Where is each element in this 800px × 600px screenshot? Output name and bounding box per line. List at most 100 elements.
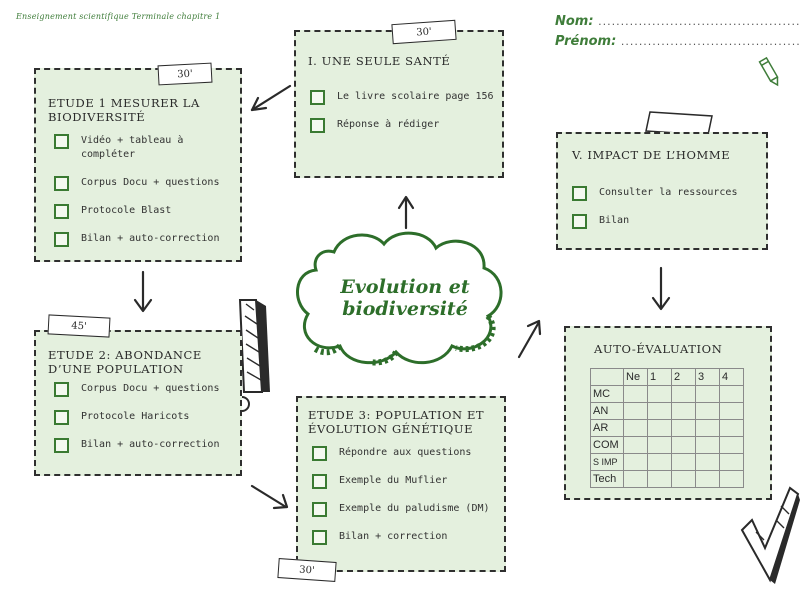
etude3-time-tag: 30' xyxy=(277,558,337,582)
grade-cell[interactable] xyxy=(719,402,744,420)
center-title: Evolution et biodiversité xyxy=(312,276,498,320)
table-row: MC xyxy=(590,385,744,403)
checkbox[interactable] xyxy=(312,502,327,517)
grade-cell[interactable] xyxy=(695,385,720,403)
etude3-item-label: Bilan + correction xyxy=(339,531,448,542)
etude2-item-label: Bilan + auto-correction xyxy=(81,439,220,450)
etude2-item[interactable]: Bilan + auto-correction xyxy=(54,438,219,453)
grade-cell[interactable] xyxy=(695,402,720,420)
grade-cell[interactable] xyxy=(647,470,672,488)
grade-cell[interactable] xyxy=(695,419,720,437)
grade-cell[interactable] xyxy=(695,436,720,454)
checkbox[interactable] xyxy=(312,530,327,545)
etude1-time-tag: 30' xyxy=(157,62,213,86)
row-label: S IMP xyxy=(590,453,624,471)
grade-cell[interactable] xyxy=(647,402,672,420)
checkbox[interactable] xyxy=(310,90,325,105)
checkbox[interactable] xyxy=(54,204,69,219)
row-label: COM xyxy=(590,436,624,454)
grade-cell[interactable] xyxy=(623,385,648,403)
grade-cell[interactable] xyxy=(671,385,696,403)
table-header-row: Ne 1 2 3 4 xyxy=(590,368,744,386)
etude2-time-tag: 45' xyxy=(47,314,111,338)
etude1-title-line1: ETUDE 1 MESURER LA xyxy=(48,96,200,110)
prenom-field: Prénom: ................................… xyxy=(555,34,800,49)
etude2-item-label: Corpus Docu + questions xyxy=(81,383,220,394)
sante-item[interactable]: Le livre scolaire page 156 xyxy=(310,90,494,105)
checkbox[interactable] xyxy=(54,134,69,149)
grade-cell[interactable] xyxy=(719,385,744,403)
table-row: Tech xyxy=(590,470,744,488)
nom-dots: ........................................… xyxy=(598,15,800,28)
etude1-title: ETUDE 1 MESURER LA BIODIVERSITÉ xyxy=(48,96,200,124)
grade-cell[interactable] xyxy=(623,419,648,437)
pencil-icon xyxy=(758,56,779,87)
checkbox[interactable] xyxy=(572,214,587,229)
impact-item[interactable]: Bilan xyxy=(572,214,629,229)
grade-cell[interactable] xyxy=(647,419,672,437)
etude2-item-label: Protocole Haricots xyxy=(81,411,190,422)
etude1-item[interactable]: Vidéo + tableau à compléter xyxy=(54,134,224,162)
sante-title: I. UNE SEULE SANTÉ xyxy=(308,54,451,68)
row-label: MC xyxy=(590,385,624,403)
impact-item[interactable]: Consulter la ressources xyxy=(572,186,737,201)
etude3-item[interactable]: Bilan + correction xyxy=(312,530,447,545)
grade-cell[interactable] xyxy=(695,453,720,471)
etude3-item-label: Exemple du paludisme (DM) xyxy=(339,503,490,514)
checkbox[interactable] xyxy=(54,438,69,453)
checkbox[interactable] xyxy=(312,446,327,461)
checkbox[interactable] xyxy=(54,410,69,425)
grade-cell[interactable] xyxy=(719,453,744,471)
grade-cell[interactable] xyxy=(719,419,744,437)
grade-cell[interactable] xyxy=(647,436,672,454)
checkbox[interactable] xyxy=(312,474,327,489)
checkbox[interactable] xyxy=(310,118,325,133)
etude3-item-label: Exemple du Muflier xyxy=(339,475,448,486)
arrow-sante-to-etude1 xyxy=(250,84,292,112)
grade-cell[interactable] xyxy=(671,453,696,471)
row-label: AN xyxy=(590,402,624,420)
row-label: AR xyxy=(590,419,624,437)
etude1-title-line2: BIODIVERSITÉ xyxy=(48,110,146,124)
grade-cell[interactable] xyxy=(647,453,672,471)
etude1-item-label: Protocole Blast xyxy=(81,205,172,216)
grade-cell[interactable] xyxy=(647,385,672,403)
grade-cell[interactable] xyxy=(719,436,744,454)
checkbox[interactable] xyxy=(54,176,69,191)
card-sante: I. UNE SEULE SANTÉ Le livre scolaire pag… xyxy=(294,30,504,178)
etude1-item-label: Vidéo + tableau à compléter xyxy=(81,135,184,160)
etude3-title-line2: ÉVOLUTION GÉNÉTIQUE xyxy=(308,422,474,436)
evaluation-table: Ne 1 2 3 4 MC AN AR COM S IMP Tech xyxy=(590,368,744,488)
sante-item[interactable]: Réponse à rédiger xyxy=(310,118,439,133)
grade-cell[interactable] xyxy=(623,453,648,471)
card-auto-evaluation: AUTO-ÉVALUATION Ne 1 2 3 4 MC AN AR COM … xyxy=(564,326,772,500)
grade-cell[interactable] xyxy=(623,436,648,454)
grade-cell[interactable] xyxy=(623,402,648,420)
etude1-item[interactable]: Protocole Blast xyxy=(54,204,171,219)
etude1-item[interactable]: Bilan + auto-correction xyxy=(54,232,219,247)
etude3-item[interactable]: Exemple du Muflier xyxy=(312,474,447,489)
grade-cell[interactable] xyxy=(671,402,696,420)
etude2-item[interactable]: Protocole Haricots xyxy=(54,410,189,425)
grade-cell[interactable] xyxy=(719,470,744,488)
center-title-line2: biodiversité xyxy=(342,298,468,320)
grade-cell[interactable] xyxy=(671,436,696,454)
auto-title: AUTO-ÉVALUATION xyxy=(594,342,723,356)
grade-cell[interactable] xyxy=(671,470,696,488)
etude2-item[interactable]: Corpus Docu + questions xyxy=(54,382,219,397)
etude1-item[interactable]: Corpus Docu + questions xyxy=(54,176,219,191)
checkbox[interactable] xyxy=(572,186,587,201)
etude3-item-label: Répondre aux questions xyxy=(339,447,472,458)
row-label: Tech xyxy=(590,470,624,488)
checkbox[interactable] xyxy=(54,382,69,397)
etude3-item[interactable]: Répondre aux questions xyxy=(312,446,471,461)
grade-cell[interactable] xyxy=(623,470,648,488)
course-subtitle: Enseignement scientifique Terminale chap… xyxy=(16,12,221,21)
grade-cell[interactable] xyxy=(671,419,696,437)
checkbox[interactable] xyxy=(54,232,69,247)
etude3-item[interactable]: Exemple du paludisme (DM) xyxy=(312,502,490,517)
impact-title: V. IMPACT DE L’HOMME xyxy=(572,148,731,162)
grade-cell[interactable] xyxy=(695,470,720,488)
card-etude3: ETUDE 3: POPULATION ET ÉVOLUTION GÉNÉTIQ… xyxy=(296,396,506,572)
nom-label: Nom: xyxy=(555,14,594,29)
